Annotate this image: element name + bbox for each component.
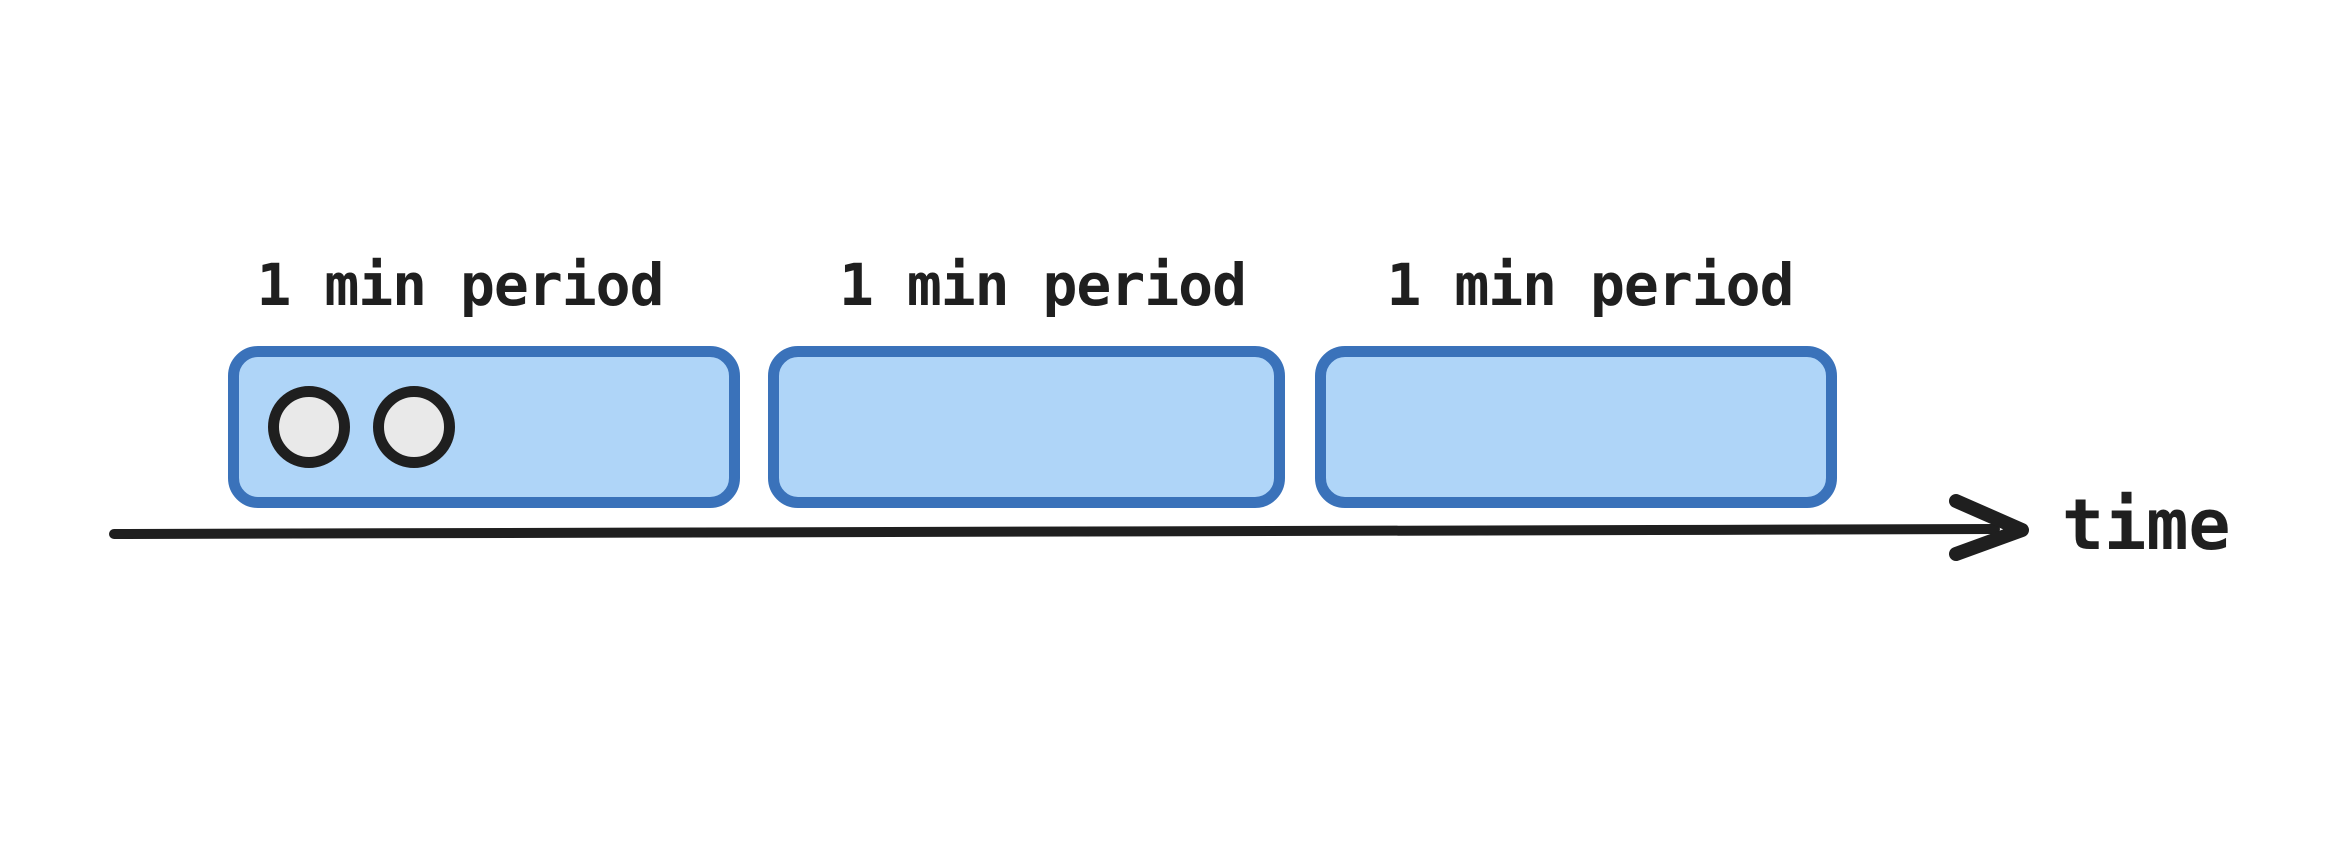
period-box-1 bbox=[228, 346, 740, 508]
period-box-3 bbox=[1315, 346, 1837, 508]
event-dot bbox=[373, 386, 455, 468]
period-label-1: 1 min period bbox=[256, 251, 664, 319]
period-box-2 bbox=[768, 346, 1285, 508]
time-axis-label: time bbox=[2062, 484, 2231, 566]
event-dot bbox=[268, 386, 350, 468]
period-label-3: 1 min period bbox=[1386, 251, 1794, 319]
time-axis-line bbox=[109, 524, 2000, 539]
arrowhead-icon bbox=[1949, 494, 2029, 561]
period-label-2: 1 min period bbox=[838, 251, 1247, 319]
